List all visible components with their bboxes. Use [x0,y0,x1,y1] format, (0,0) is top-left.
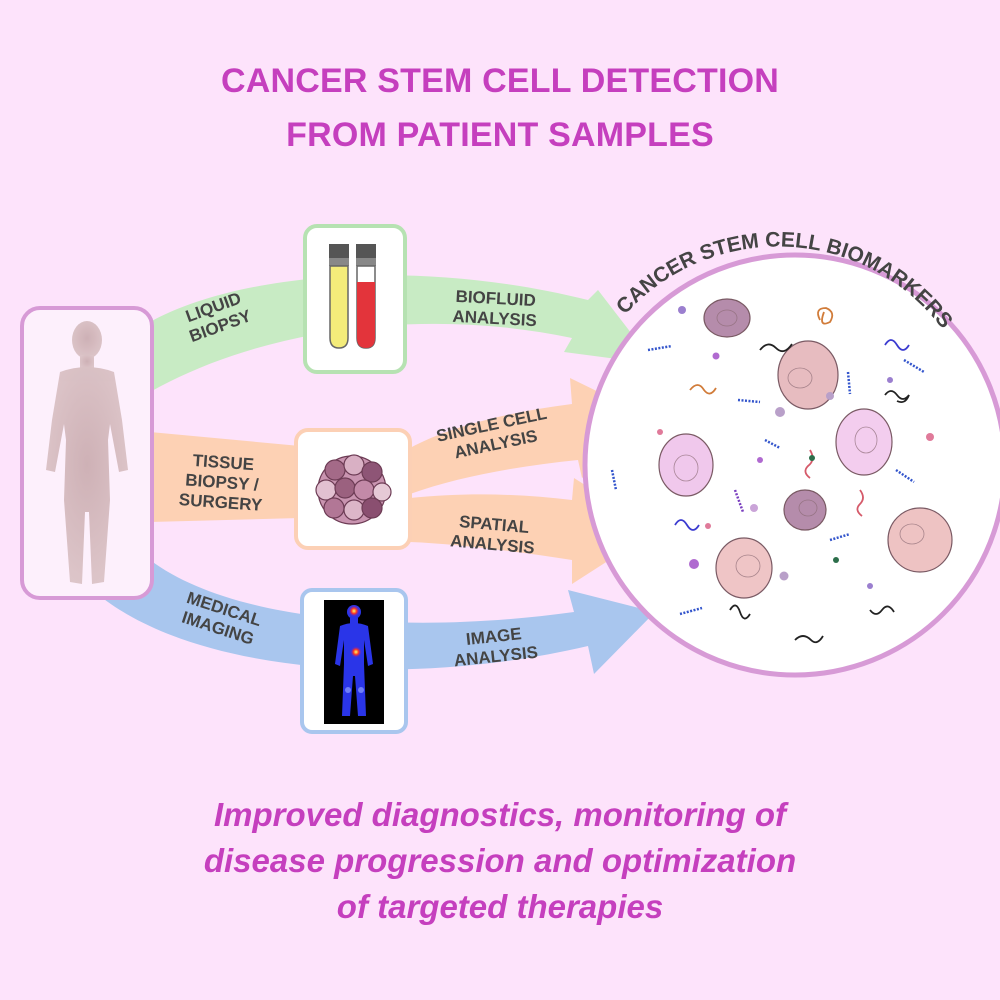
footer-line-3: of targeted therapies [336,888,664,925]
liquid-biopsy-arrow [150,275,655,392]
biomarker-circle: CANCER STEM CELL BIOMARKERS [582,228,1000,678]
medical-imaging-arrow [95,560,655,674]
blood-tubes-icon [329,244,376,349]
biofluid-label-2: ANALYSIS [452,307,537,330]
biofluid-label-group: BIOFLUID ANALYSIS [452,287,537,330]
human-silhouette-icon [46,321,128,584]
title-line-1: CANCER STEM CELL DETECTION [220,62,780,100]
footer-line-1: Improved diagnostics, monitoring of [213,796,787,833]
patient-panel [20,306,154,600]
pet-scan-panel [300,588,408,734]
tissue-biopsy-arrow [150,432,300,522]
cancer-cell-icon [658,298,953,599]
tissue-panel [294,428,412,550]
spatial-label-group: SPATIAL ANALYSIS [450,512,536,558]
footer-line-2: disease progression and optimization [203,842,797,879]
title-line-2: FROM PATIENT SAMPLES [286,116,714,154]
biomarker-rna-icon [610,344,925,616]
biomarker-dots-icon [657,306,934,589]
biofluid-label-1: BIOFLUID [455,287,536,310]
tissue-cells-icon [315,454,392,525]
blood-tubes-panel [303,224,407,374]
tissue-biopsy-label-1: TISSUE [192,451,255,474]
